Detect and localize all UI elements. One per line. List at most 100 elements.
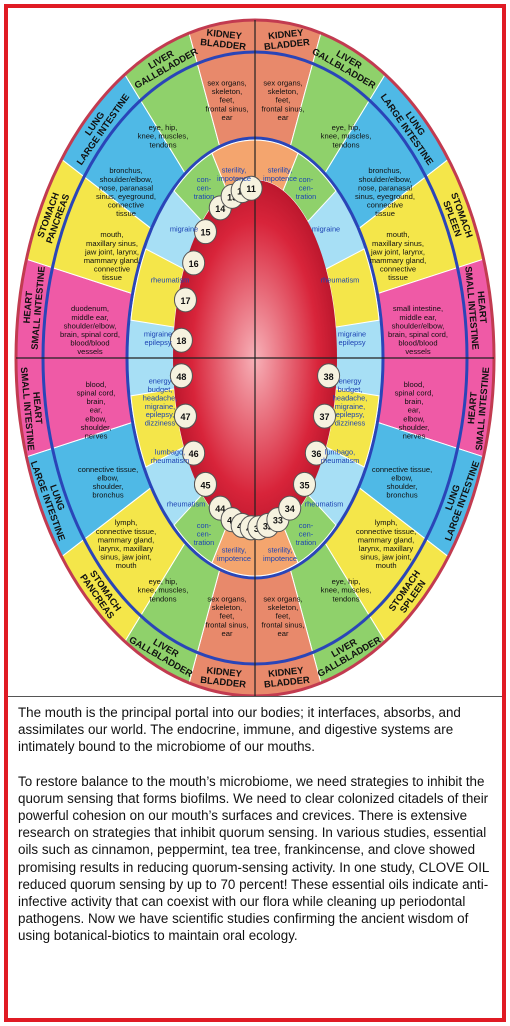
svg-text:sterility,impotence: sterility,impotence	[217, 165, 251, 182]
body-part-label: lymph,connective tissue,mammary gland,la…	[96, 518, 156, 570]
svg-text:rheumatism: rheumatism	[151, 276, 190, 285]
body-part-label: blood,spinal cord,brain,ear,elbow,should…	[77, 380, 116, 441]
tooth-45-number: 45	[200, 480, 210, 490]
tooth-46-number: 46	[189, 449, 199, 459]
svg-text:bronchus,shoulder/elbow,nose,: bronchus,shoulder/elbow,nose, paranasals…	[96, 166, 156, 218]
disease-label: migraine	[170, 225, 198, 234]
tooth-36	[304, 440, 328, 466]
svg-text:migraine: migraine	[170, 225, 198, 234]
svg-text:KIDNEYBLADDER: KIDNEYBLADDER	[262, 26, 310, 52]
svg-text:sex organs,skeleton,feet,front: sex organs,skeleton,feet,frontal sinus,e…	[205, 594, 248, 637]
svg-text:mouth,maxillary sinus,jaw join: mouth,maxillary sinus,jaw joint, larynx,…	[370, 230, 427, 282]
divider	[8, 696, 502, 697]
disease-label: sterility,impotence	[217, 165, 251, 182]
disease-label: migraine	[312, 225, 340, 234]
svg-text:sterility,impotence: sterility,impotence	[263, 165, 297, 182]
svg-text:rheumatism: rheumatism	[305, 500, 344, 509]
svg-text:KIDNEYBLADDER: KIDNEYBLADDER	[200, 664, 248, 690]
tooth-47	[173, 403, 197, 429]
body-part-label: lymph,connective tissue,mammary gland,la…	[356, 518, 416, 570]
body-part-label: mouth,maxillary sinus,jaw joint, larynx,…	[84, 230, 141, 282]
svg-text:lymph,connective tissue,mammar: lymph,connective tissue,mammary gland,la…	[356, 518, 416, 570]
svg-text:eye, hip,knee, muscles,tendons: eye, hip,knee, muscles,tendons	[138, 577, 189, 603]
svg-text:sex organs,skeleton,feet,front: sex organs,skeleton,feet,frontal sinus,e…	[261, 78, 304, 121]
svg-text:migraine: migraine	[312, 225, 340, 234]
disease-label: lumbago,rheumatism	[151, 447, 190, 464]
svg-text:blood,spinal cord,brain,ear,el: blood,spinal cord,brain,ear,elbow,should…	[395, 380, 434, 441]
tooth-35	[293, 471, 317, 497]
tooth-34	[278, 495, 302, 521]
svg-text:mouth,maxillary sinus,jaw join: mouth,maxillary sinus,jaw joint, larynx,…	[84, 230, 141, 282]
svg-text:con-cen-tration: con-cen-tration	[296, 175, 317, 201]
organ-label: KIDNEYBLADDER	[262, 26, 310, 52]
disease-label: sterility,impotence	[217, 545, 251, 562]
svg-text:lymph,connective tissue,mammar: lymph,connective tissue,mammary gland,la…	[96, 518, 156, 570]
tooth-37	[313, 403, 337, 429]
tooth-33-number: 33	[273, 516, 283, 526]
tooth-38-number: 38	[324, 372, 334, 382]
tooth-46	[182, 440, 206, 466]
body-part-label: small intestine,middle ear,shoulder/elbo…	[388, 304, 448, 356]
tooth-48-number: 48	[176, 372, 186, 382]
tooth-meridian-chart: 1817161514131211212223242526272848474645…	[14, 18, 496, 696]
svg-text:rheumatism: rheumatism	[167, 500, 206, 509]
disease-label: rheumatism	[321, 276, 360, 285]
svg-text:lumbago,rheumatism: lumbago,rheumatism	[321, 447, 360, 464]
svg-text:sterility,impotence: sterility,impotence	[217, 545, 251, 562]
tooth-13-number: 13	[227, 192, 237, 202]
body-part-label: sex organs,skeleton,feet,frontal sinus,e…	[261, 594, 304, 637]
svg-text:connective tissue,elbow,should: connective tissue,elbow,shoulder,bronchu…	[78, 465, 138, 500]
body-part-label: sex organs,skeleton,feet,frontal sinus,e…	[205, 594, 248, 637]
tooth-35-number: 35	[300, 480, 310, 490]
tooth-11	[239, 175, 263, 201]
body-part-label: eye, hip,knee, muscles,tendons	[321, 577, 372, 603]
tooth-45	[193, 471, 217, 497]
svg-text:duodenum,middle ear,shoulder/e: duodenum,middle ear,shoulder/elbow,brain…	[60, 304, 120, 356]
disease-label: con-cen-tration	[296, 175, 317, 201]
disease-label: rheumatism	[167, 500, 206, 509]
svg-text:eye, hip,knee, muscles,tendons: eye, hip,knee, muscles,tendons	[138, 123, 189, 149]
svg-text:con-cen-tration: con-cen-tration	[194, 521, 215, 547]
disease-label: con-cen-tration	[296, 521, 317, 547]
tooth-17	[173, 287, 197, 313]
svg-text:sex organs,skeleton,feet,front: sex organs,skeleton,feet,frontal sinus,e…	[261, 594, 304, 637]
svg-text:KIDNEYBLADDER: KIDNEYBLADDER	[200, 26, 248, 52]
tooth-47-number: 47	[180, 412, 190, 422]
caption-paragraph-1: The mouth is the principal portal into o…	[18, 705, 461, 755]
caption-paragraph-2: To restore balance to the mouth’s microb…	[18, 773, 489, 944]
body-part-label: eye, hip,knee, muscles,tendons	[138, 577, 189, 603]
svg-text:connective tissue,elbow,should: connective tissue,elbow,shoulder,bronchu…	[372, 465, 432, 500]
tooth-44-number: 44	[215, 504, 225, 514]
tooth-15-number: 15	[200, 228, 210, 238]
svg-text:sex organs,skeleton,feet,front: sex organs,skeleton,feet,frontal sinus,e…	[205, 78, 248, 121]
body-part-label: eye, hip,knee, muscles,tendons	[138, 123, 189, 149]
disease-label: con-cen-tration	[194, 521, 215, 547]
body-part-label: duodenum,middle ear,shoulder/elbow,brain…	[60, 304, 120, 356]
organ-label: KIDNEYBLADDER	[262, 664, 310, 690]
tooth-38	[317, 363, 341, 389]
caption: The mouth is the principal portal into o…	[18, 704, 492, 962]
body-part-label: sex organs,skeleton,feet,frontal sinus,e…	[205, 78, 248, 121]
disease-label: con-cen-tration	[194, 175, 215, 201]
body-part-label: connective tissue,elbow,shoulder,bronchu…	[78, 465, 138, 500]
body-part-label: eye, hip,knee, muscles,tendons	[321, 123, 372, 149]
svg-text:sterility,impotence: sterility,impotence	[263, 545, 297, 562]
svg-text:con-cen-tration: con-cen-tration	[194, 175, 215, 201]
body-part-label: sex organs,skeleton,feet,frontal sinus,e…	[261, 78, 304, 121]
svg-text:KIDNEYBLADDER: KIDNEYBLADDER	[262, 664, 310, 690]
body-part-label: mouth,maxillary sinus,jaw joint, larynx,…	[370, 230, 427, 282]
tooth-48	[169, 363, 193, 389]
svg-text:eye, hip,knee, muscles,tendons: eye, hip,knee, muscles,tendons	[321, 577, 372, 603]
disease-label: sterility,impotence	[263, 545, 297, 562]
page-frame: 1817161514131211212223242526272848474645…	[4, 4, 506, 1022]
tooth-16	[182, 250, 206, 276]
tooth-36-number: 36	[311, 449, 321, 459]
